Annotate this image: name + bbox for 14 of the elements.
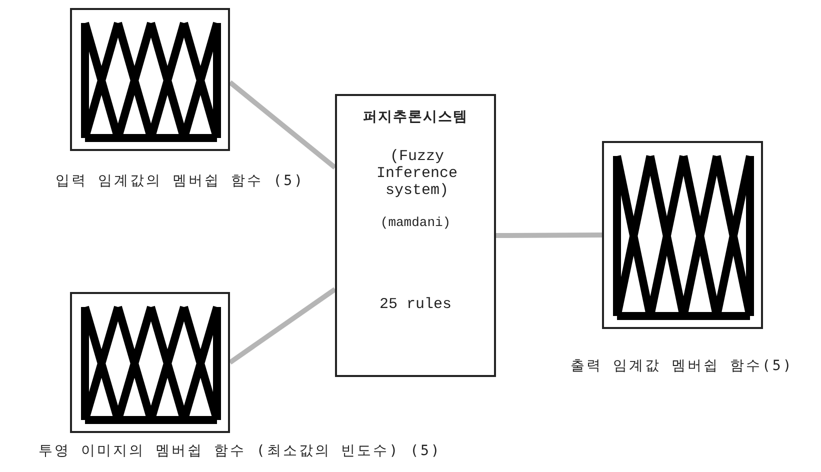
- box-text: 25 rules: [378, 296, 452, 313]
- connector-line: [228, 80, 337, 170]
- membership-function-frame: [70, 8, 230, 151]
- connector-line: [228, 287, 336, 365]
- box-text: (mamdani): [379, 214, 452, 231]
- connector-line: [496, 232, 602, 238]
- node-caption: 투영 이미지의 멤버쉽 함수 (최소값의 빈도수) (5): [38, 442, 442, 460]
- process-box: [335, 94, 496, 377]
- node-caption: 입력 임계값의 멤버쉽 함수 (5): [56, 172, 304, 190]
- membership-function-frame: [70, 292, 230, 433]
- membership-function-frame: [602, 141, 763, 329]
- box-title: 퍼지추론시스템: [362, 110, 469, 127]
- node-caption: 출력 임계값 멤버쉽 함수(5): [570, 357, 794, 375]
- box-text: (Fuzzy Inference system): [375, 148, 458, 199]
